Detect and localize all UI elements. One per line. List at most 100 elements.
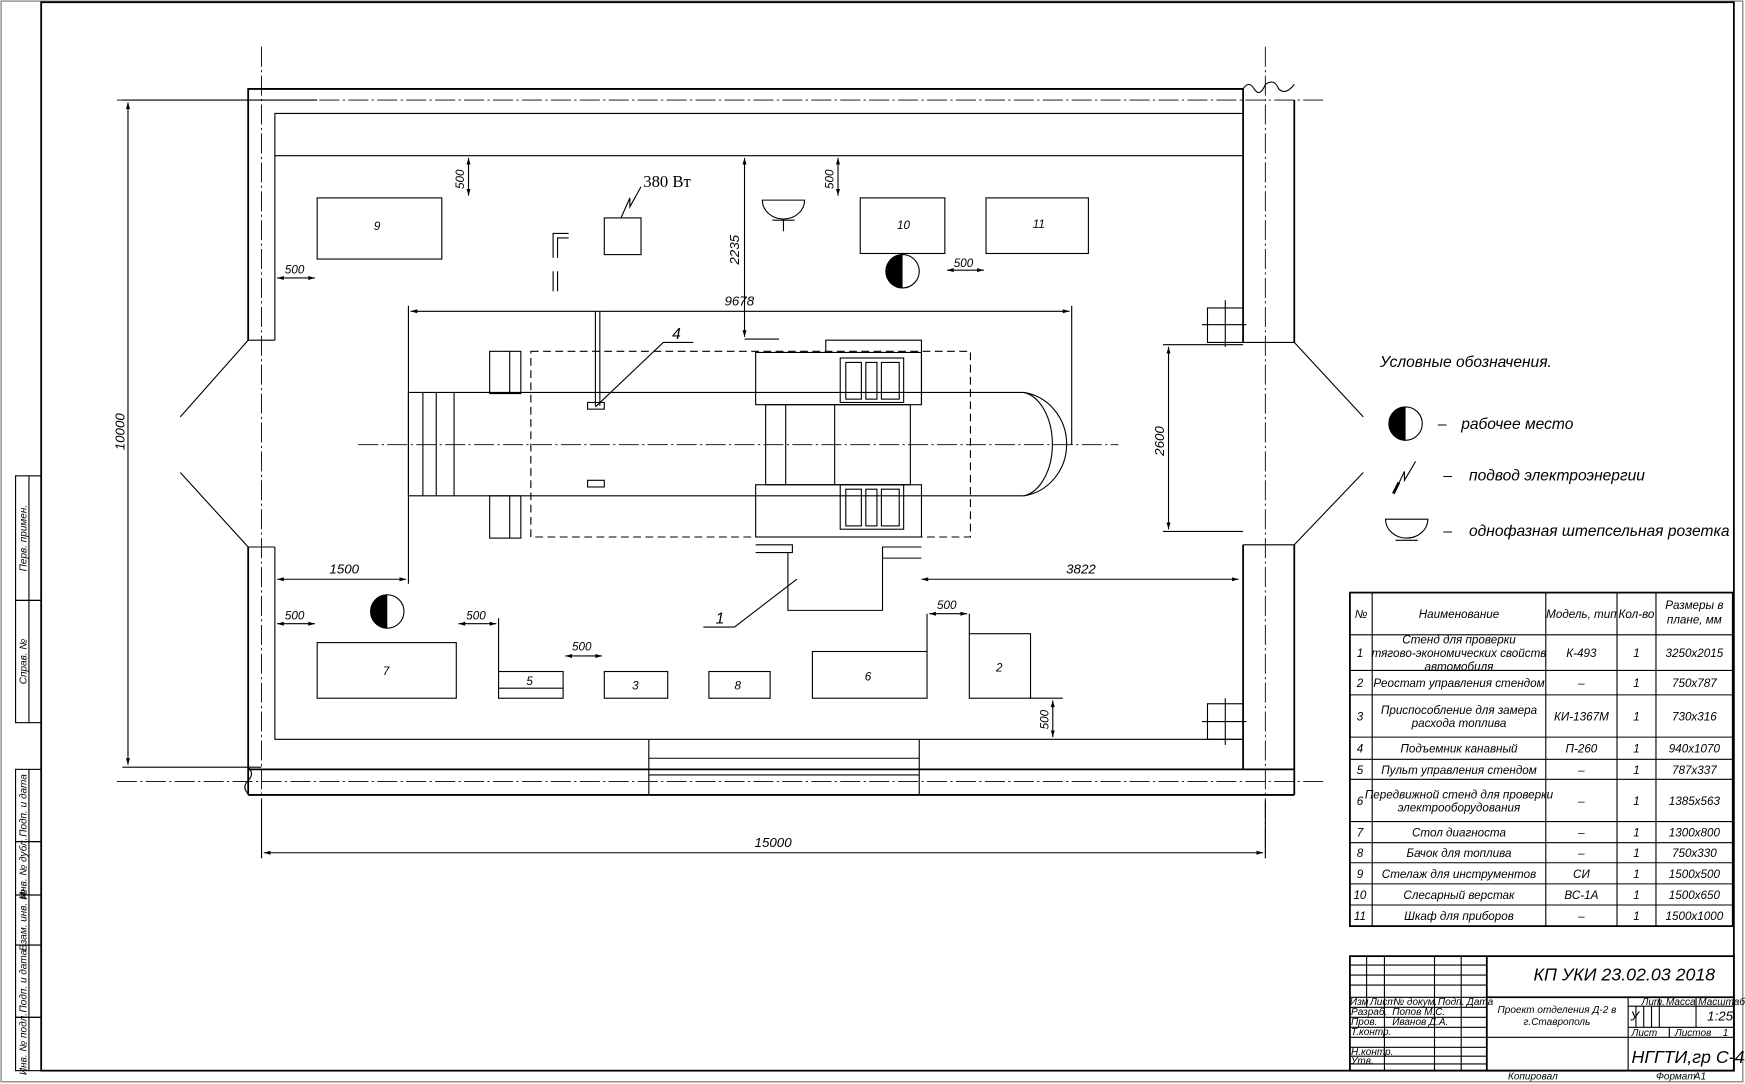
row-quantity: 1 bbox=[1633, 827, 1639, 840]
legend-label-workplace: рабочее место bbox=[1460, 416, 1573, 433]
sheet-label: Лист bbox=[1630, 1028, 1657, 1039]
row-size: 1500х650 bbox=[1669, 889, 1721, 902]
equipment-label-5: 5 bbox=[526, 675, 533, 688]
role-label: Утв. bbox=[1350, 1056, 1374, 1067]
row-quantity: 1 bbox=[1633, 847, 1639, 860]
row-name: Бачок для топлива bbox=[1407, 847, 1512, 860]
equipment-label-11: 11 bbox=[1033, 218, 1045, 231]
equipment: 9 10 11 7 5 3 8 6 2 380 Вт bbox=[316, 172, 1089, 699]
equipment-label-8: 8 bbox=[735, 679, 742, 692]
power-supply-icon bbox=[1392, 461, 1417, 495]
dim-3822: 3822 bbox=[1066, 562, 1096, 577]
dim-2600: 2600 bbox=[1152, 426, 1167, 457]
building-walls bbox=[116, 46, 1364, 857]
power-label: 380 Вт bbox=[643, 172, 691, 191]
row-number: 4 bbox=[1357, 743, 1364, 756]
row-size: 787х337 bbox=[1672, 764, 1717, 777]
equipment-6 bbox=[811, 650, 928, 699]
workplace-icon bbox=[1388, 406, 1423, 441]
side-stamp-label: Подп. и дата bbox=[19, 949, 30, 1012]
dim-500: 500 bbox=[937, 599, 957, 612]
power-supply-icon bbox=[603, 186, 642, 256]
side-stamp-label: Инв. № подл. bbox=[19, 1013, 30, 1075]
socket-icon bbox=[761, 199, 806, 232]
row-quantity: 1 bbox=[1633, 710, 1639, 723]
legend-title: Условные обозначения. bbox=[1379, 354, 1552, 371]
table-header-cell: № bbox=[1355, 608, 1368, 621]
equipment-label-10: 10 bbox=[897, 219, 910, 232]
dim-2235: 2235 bbox=[727, 234, 742, 265]
legend-dash: – bbox=[1437, 416, 1447, 433]
callout-1: 1 bbox=[716, 611, 725, 628]
equipment-label-9: 9 bbox=[374, 220, 381, 233]
row-number: 2 bbox=[1356, 677, 1364, 690]
row-number: 7 bbox=[1357, 827, 1364, 840]
dimensions: 10000 15000 9678 2235 2600 1500 3822 500… bbox=[113, 99, 1266, 859]
row-number: 11 bbox=[1354, 910, 1366, 923]
callout-4: 4 bbox=[672, 326, 681, 343]
row-model: СИ bbox=[1573, 868, 1590, 881]
row-quantity: 1 bbox=[1633, 647, 1639, 660]
row-number: 6 bbox=[1357, 795, 1364, 808]
row-number: 10 bbox=[1353, 889, 1366, 902]
dim-500: 500 bbox=[824, 169, 837, 189]
row-model: – bbox=[1577, 764, 1585, 777]
row-size: 1300х800 bbox=[1669, 827, 1721, 840]
dim-500: 500 bbox=[954, 257, 974, 270]
row-model: П-260 bbox=[1566, 743, 1598, 756]
role-label: Т.контр. bbox=[1351, 1027, 1391, 1038]
row-name: Слесарный верстак bbox=[1403, 889, 1515, 902]
document-code: КП УКИ 23.02.03 2018 bbox=[1534, 965, 1716, 985]
side-stamp-label: Подп. и дата bbox=[19, 774, 30, 837]
row-number: 8 bbox=[1357, 847, 1364, 860]
row-size: 1385х563 bbox=[1669, 795, 1721, 808]
equipment-label-2: 2 bbox=[995, 662, 1003, 675]
lit-value: У bbox=[1629, 1009, 1640, 1024]
format-value: А1 bbox=[1693, 1072, 1706, 1083]
role-label: Пров. bbox=[1351, 1017, 1377, 1028]
row-quantity: 1 bbox=[1633, 743, 1639, 756]
person-name: Иванов Д.А. bbox=[1392, 1017, 1448, 1028]
workplace-icon bbox=[885, 254, 920, 289]
equipment-5 bbox=[498, 670, 564, 699]
side-stamp-label: Справ. № bbox=[19, 639, 30, 685]
row-quantity: 1 bbox=[1633, 868, 1639, 881]
row-model: КИ-1367М bbox=[1554, 710, 1609, 723]
sheets-label: Листов bbox=[1674, 1028, 1711, 1039]
row-name: Шкаф для приборов bbox=[1404, 910, 1514, 923]
equipment-8 bbox=[708, 670, 771, 699]
row-model: К-493 bbox=[1566, 647, 1597, 660]
row-size: 940х1070 bbox=[1669, 743, 1721, 756]
equipment-9 bbox=[316, 197, 443, 260]
title-col-header: Подп. bbox=[1438, 997, 1465, 1008]
row-model: – bbox=[1577, 847, 1585, 860]
role-label: Разраб. bbox=[1351, 1006, 1387, 1018]
gate bbox=[648, 739, 920, 795]
row-size: 3250х2015 bbox=[1665, 647, 1723, 660]
row-name: Пульт управления стендом bbox=[1381, 764, 1537, 777]
workplace-icon bbox=[370, 594, 405, 629]
person-name: Попов М.С. bbox=[1392, 1007, 1445, 1018]
legend: Условные обозначения. – рабочее место – … bbox=[1379, 354, 1730, 541]
legend-label-socket: однофазная штепсельная розетка bbox=[1469, 523, 1730, 540]
sheets-value: 1 bbox=[1723, 1028, 1729, 1039]
table-header-cell: Кол-во bbox=[1619, 608, 1655, 621]
title-col-header: Дата bbox=[1466, 997, 1494, 1008]
legend-dash: – bbox=[1442, 467, 1452, 484]
dim-15000: 15000 bbox=[755, 835, 793, 850]
equipment-11 bbox=[985, 197, 1089, 255]
equipment-7 bbox=[316, 642, 457, 699]
dim-500: 500 bbox=[285, 609, 305, 622]
dim-500: 500 bbox=[1038, 709, 1051, 729]
